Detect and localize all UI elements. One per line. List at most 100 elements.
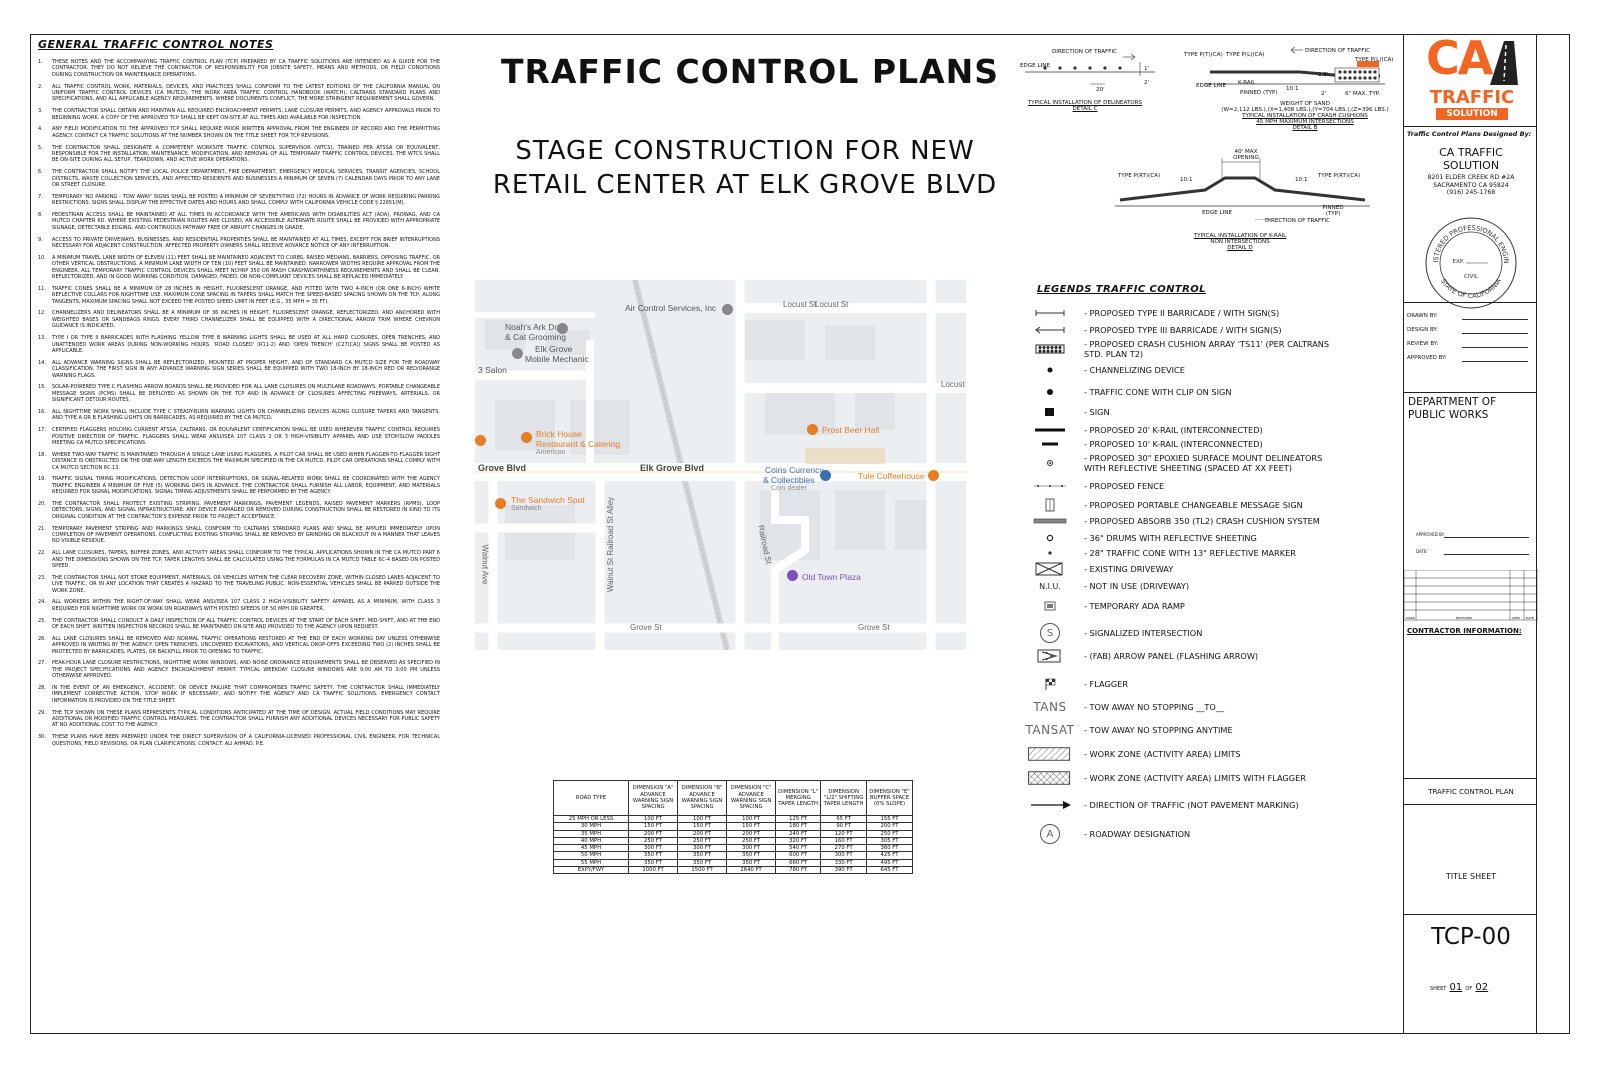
- legend-text: - 28" TRAFFIC CONE WITH 13" REFLECTIVE M…: [1084, 548, 1296, 558]
- note-text: Temporary pavement striping and markings…: [52, 525, 440, 545]
- detail-b-weight-label: WEIGHT OF SAND: [1280, 101, 1330, 107]
- map-street-locust-3: Locust: [941, 380, 965, 389]
- legend-text: - TRAFFIC CONE WITH CLIP ON SIGN: [1084, 387, 1232, 397]
- map-place-noahs-2[interactable]: & Cat Grooming: [505, 332, 566, 342]
- detail-b-type-2: Type P(L)(CA): [1226, 52, 1265, 58]
- map-street-elk-grove-blvd: Elk Grove Blvd: [640, 463, 705, 473]
- tansat-icon: TANSAT: [1025, 720, 1075, 740]
- map-place-old-town[interactable]: Old Town Plaza: [802, 572, 861, 582]
- note-text: Access to private driveways, businesses,…: [52, 236, 440, 250]
- map-pin-tule[interactable]: [928, 470, 939, 481]
- table-cell: 150 Ft: [726, 822, 777, 831]
- legend-symbol-label: N.I.U.: [1039, 581, 1061, 591]
- table-cell: 25 MPH OR LESS: [553, 814, 629, 824]
- detail-b-weights: WEIGHT OF SAND (W=2,112 LBS.),(X=1,408 L…: [1200, 101, 1410, 131]
- map-place-elk-mech-2[interactable]: Mobile Mechanic: [525, 354, 589, 364]
- legend-text: - CHANNELIZING DEVICE: [1084, 365, 1185, 375]
- detail-b-direction: DIRECTION OF TRAFFIC: [1305, 48, 1371, 54]
- legend-item: - PROPOSED 10' K-RAIL (INTERCONNECTED): [1025, 434, 1365, 454]
- map-place-coins-2[interactable]: & Collectibles: [763, 475, 815, 485]
- legend-item: - PROPOSED FENCE: [1025, 476, 1365, 496]
- revision-grid: MARK REVISIONS APPR DATE: [1404, 570, 1538, 621]
- map-pin-west-food[interactable]: [475, 435, 486, 446]
- note-number: 30.: [38, 734, 46, 741]
- map-place-elk-mech-1[interactable]: Elk Grove: [535, 344, 573, 354]
- note-item: 2.All traffic control work, materials, d…: [38, 84, 440, 103]
- map-pin-brick-house[interactable]: [521, 432, 532, 443]
- note-text: The contractor shall not store equipment…: [52, 574, 440, 594]
- note-item: 5.The contractor shall designate a compe…: [38, 145, 440, 164]
- note-number: 14.: [38, 359, 46, 366]
- legend-item: - PROPOSED ABSORB 350 (TL2) CRASH CUSHIO…: [1025, 511, 1365, 531]
- detail-d-ratio-1: 10:1: [1180, 177, 1193, 183]
- map-place-brick-2[interactable]: Restaurant & Catering: [536, 439, 621, 449]
- legend-text: - PROPOSED TYPE II BARRICADE / WITH SIGN…: [1084, 308, 1280, 318]
- signoff-line[interactable]: [1462, 333, 1528, 334]
- map-place-coins-sub: Coin dealer: [771, 485, 807, 492]
- delineator-icon: [1025, 453, 1075, 473]
- note-text: Type I or Type II barricades with flashi…: [52, 335, 440, 354]
- table-cell: 40 MPH: [553, 836, 629, 846]
- svg-text:STATE OF CALIFORNIA: STATE OF CALIFORNIA: [1439, 277, 1503, 300]
- note-item: 27.Peak-hour lane closure restrictions, …: [38, 660, 440, 679]
- note-number: 3.: [38, 108, 43, 115]
- map-pin-elk-mech[interactable]: [512, 348, 523, 359]
- map-street-grove-blvd: Grove Blvd: [478, 463, 527, 473]
- sheet-label: SHEET: [1430, 986, 1447, 992]
- table-header-cell: DIMENSION "L" MERGING TAPER LENGTH: [775, 780, 822, 816]
- legend-text: - (FAB) ARROW PANEL (FLASHING ARROW): [1084, 651, 1259, 661]
- vicinity-map[interactable]: Locust St Locust St Locust Grove Blvd El…: [475, 280, 966, 650]
- date-small: DATE:: [1416, 549, 1428, 554]
- map-place-brick-1[interactable]: Brick House: [536, 429, 582, 439]
- table-cell: 305 Ft: [866, 836, 913, 846]
- signoff-line[interactable]: [1462, 347, 1528, 348]
- map-pin-noahs[interactable]: [557, 323, 568, 334]
- legend-item: - FLAGGER: [1025, 674, 1365, 694]
- signoff-line[interactable]: [1462, 319, 1528, 320]
- legend-text: - FLAGGER: [1084, 679, 1129, 689]
- note-number: 21.: [38, 525, 46, 532]
- note-number: 2.: [38, 83, 43, 90]
- map-place-coins-1[interactable]: Coins Currency: [765, 465, 824, 475]
- table-cell: 350 Ft: [677, 858, 728, 868]
- note-item: 14.All advance warning signs shall be re…: [38, 360, 440, 379]
- note-text: The contractor shall obtain and maintain…: [52, 108, 440, 121]
- signoff-line[interactable]: [1462, 361, 1528, 362]
- note-text: Temporary 'No Parking - Tow Away' signs …: [52, 193, 440, 207]
- detail-b-dim-25: 2.5': [1318, 72, 1329, 78]
- detail-d-type-1: Type P(RT)(CA): [1118, 173, 1161, 179]
- company-line-1: CA TRAFFIC: [1439, 146, 1503, 159]
- detail-c-drawing: [1025, 53, 1155, 85]
- map-place-sandwich[interactable]: The Sandwich Spot: [511, 495, 585, 505]
- note-number: 29.: [38, 709, 46, 716]
- table-header-cell: DIMENSION "C" ADVANCE WARNING SIGN SPACI…: [726, 780, 777, 816]
- map-place-air-control[interactable]: Air Control Services, Inc: [625, 303, 717, 313]
- address-line-1: 8201 ELDER CREEK RD #2A: [1427, 174, 1515, 181]
- map-place-tule[interactable]: Tule Coffeehouse: [858, 471, 925, 481]
- note-number: 26.: [38, 635, 46, 642]
- note-number: 10.: [38, 254, 46, 261]
- legend-text: - WORK ZONE (ACTIVITY AREA) LIMITS WITH …: [1084, 773, 1306, 783]
- map-pin-old-town[interactable]: [787, 570, 798, 581]
- of-label: OF: [1465, 986, 1473, 992]
- map-place-salon[interactable]: 3 Salon: [478, 365, 507, 375]
- map-place-prost[interactable]: Prost Beer Hall: [822, 425, 880, 435]
- map-pin-sandwich[interactable]: [495, 498, 506, 509]
- map-pin-air-control[interactable]: [722, 304, 733, 315]
- legend-text: - SIGN: [1084, 407, 1110, 417]
- seal-exp: EXP.: [1453, 259, 1465, 265]
- map-pin-prost[interactable]: [807, 424, 818, 435]
- map-pin-coins[interactable]: [820, 470, 831, 481]
- table-header-cell: ROAD TYPE: [553, 780, 629, 816]
- legend-symbol-label: S: [1040, 623, 1060, 643]
- table-cell: 200 Ft: [627, 829, 679, 838]
- note-item: 13.Type I or Type II barricades with fla…: [38, 335, 440, 354]
- map-place-noahs-1[interactable]: Noah's Ark Dog: [505, 322, 564, 332]
- map-street-locust-2: Locust St: [815, 300, 849, 309]
- table-cell: 660 Ft: [775, 858, 822, 868]
- seal-top-text: REGISTERED PROFESSIONAL ENGINEER: [1424, 216, 1510, 264]
- note-text: The contractor shall designate a compete…: [52, 144, 440, 164]
- table-cell: 1500 Ft: [677, 866, 728, 875]
- table-cell: 495 Ft: [866, 858, 913, 868]
